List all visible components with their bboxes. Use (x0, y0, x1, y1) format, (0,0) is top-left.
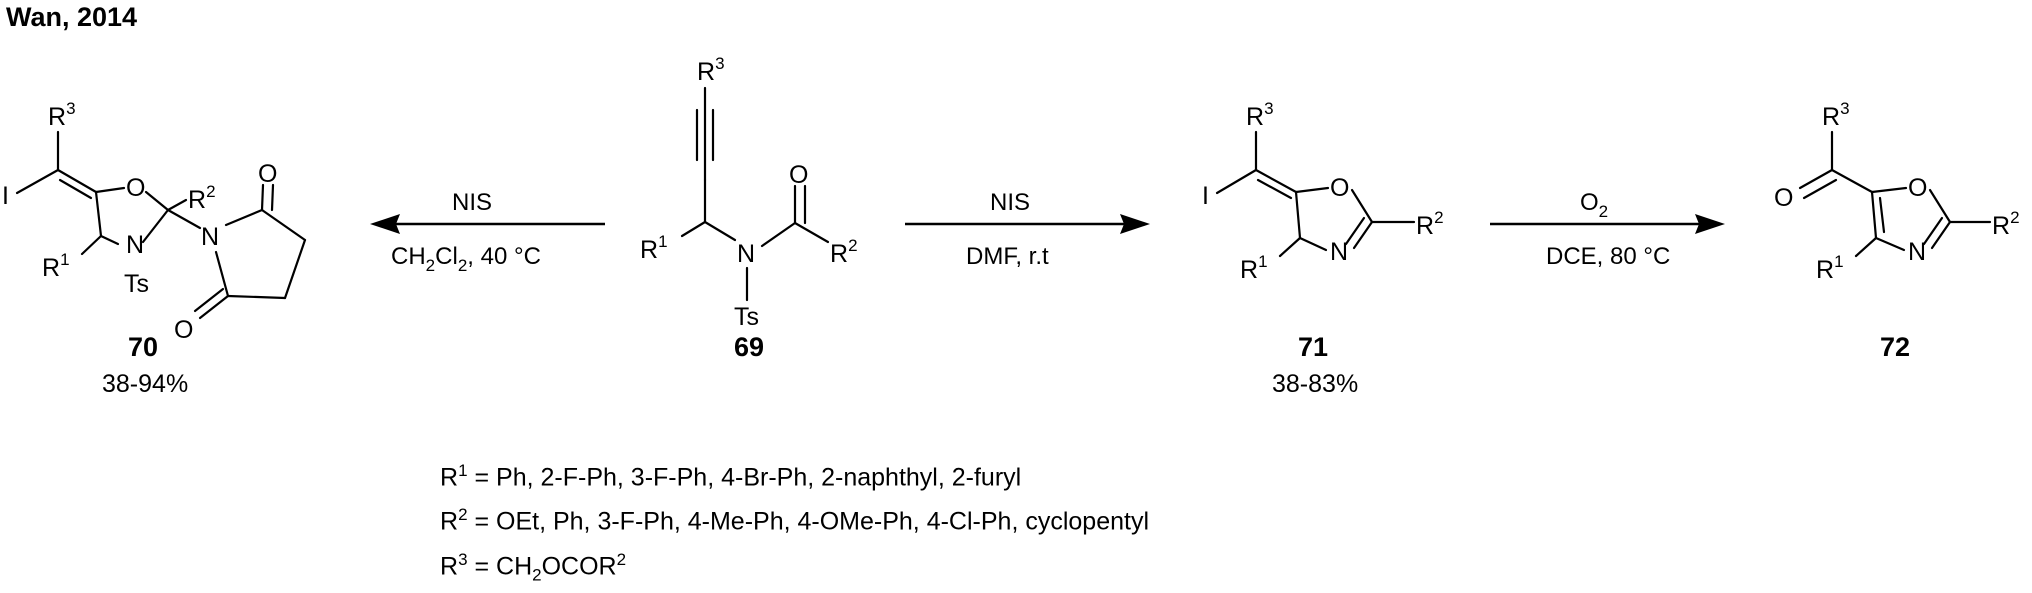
atom-r2: R2 (830, 236, 858, 268)
atom-r1: R1 (1240, 252, 1268, 284)
arrow-middle: NIS DMF, r.t (905, 189, 1150, 270)
atom-iodine: I (2, 182, 9, 210)
atom-nitrogen: N (737, 240, 755, 268)
atom-oxygen: O (1908, 174, 1927, 202)
atom-r3: R3 (697, 54, 725, 86)
reagent-o2: O2 (1580, 189, 1608, 221)
atom-ts: Ts (734, 303, 759, 331)
atom-nitrogen-imide: N (201, 223, 219, 251)
scheme-title: Wan, 2014 (6, 2, 138, 32)
atom-nitrogen: N (126, 231, 144, 259)
yield-71: 38-83% (1272, 370, 1358, 398)
atom-r2: R2 (188, 182, 216, 214)
compound-71: R3 I O N R1 R2 71 38-83% (1202, 99, 1444, 398)
atom-oxygen: O (1330, 174, 1349, 202)
compound-72: R3 O O N R1 R2 72 (1774, 99, 2020, 362)
atom-oxygen-carbonyl: O (789, 161, 808, 189)
atom-r1: R1 (1816, 252, 1844, 284)
atom-nitrogen: N (1908, 238, 1926, 266)
atom-oxygen-ketone: O (1774, 184, 1793, 212)
atom-r1: R1 (640, 232, 668, 264)
note-r2: R2 = OEt, Ph, 3-F-Ph, 4-Me-Ph, 4-OMe-Ph,… (440, 505, 1150, 536)
atom-r3: R3 (1822, 99, 1850, 131)
atom-nitrogen: N (1330, 238, 1348, 266)
compound-number-69: 69 (734, 332, 764, 362)
yield-70: 38-94% (102, 370, 188, 398)
atom-iodine: I (1202, 182, 1209, 210)
note-r1: R1 = Ph, 2-F-Ph, 3-F-Ph, 4-Br-Ph, 2-naph… (440, 461, 1022, 492)
note-r3: R3 = CH2OCOR2 (440, 549, 627, 584)
atom-oxygen-carbonyl-top: O (258, 160, 277, 188)
compound-number-71: 71 (1298, 332, 1328, 362)
reagent-nis-middle: NIS (990, 189, 1030, 216)
conditions-left: CH2Cl2, 40 °C (391, 243, 541, 275)
atom-r3: R3 (48, 99, 76, 131)
conditions-middle: DMF, r.t (966, 243, 1049, 270)
atom-r1: R1 (42, 250, 70, 282)
reaction-scheme: R3 I O N Ts R1 R2 N O (2, 54, 2020, 398)
arrow-left: NIS CH2Cl2, 40 °C (370, 189, 605, 275)
atom-ts: Ts (124, 270, 149, 298)
compound-number-70: 70 (128, 332, 158, 362)
conditions-right: DCE, 80 °C (1546, 243, 1670, 270)
compound-number-72: 72 (1880, 332, 1910, 362)
compound-70: R3 I O N Ts R1 R2 N O (2, 99, 307, 398)
reagent-nis-left: NIS (452, 189, 492, 216)
compound-69: R3 R1 N Ts O R2 69 (640, 54, 858, 362)
arrow-right: O2 DCE, 80 °C (1490, 189, 1725, 270)
atom-oxygen-carbonyl-bottom: O (174, 316, 193, 344)
atom-r3: R3 (1246, 99, 1274, 131)
atom-r2: R2 (1992, 208, 2020, 240)
substituent-notes: R1 = Ph, 2-F-Ph, 3-F-Ph, 4-Br-Ph, 2-naph… (440, 452, 1149, 593)
atom-oxygen: O (126, 174, 145, 202)
atom-r2: R2 (1416, 208, 1444, 240)
